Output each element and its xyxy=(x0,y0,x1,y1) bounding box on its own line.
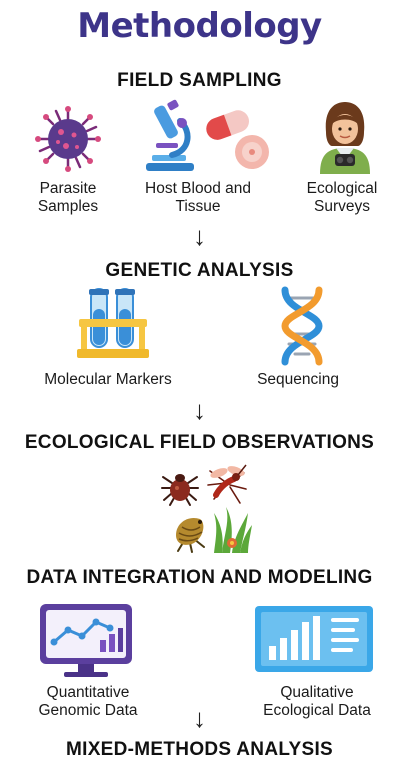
capsule-icon xyxy=(206,110,269,169)
monitor-chart-icon xyxy=(40,604,132,677)
label-quantitative-genomic: Quantitative Genomic Data xyxy=(38,684,138,719)
arrow-2: ↓ xyxy=(193,395,206,425)
page-title: Methodology xyxy=(77,6,322,46)
arrow-1: ↓ xyxy=(193,221,206,251)
virus-icon xyxy=(35,106,101,172)
label-molecular-markers: Molecular Markers xyxy=(44,371,172,388)
label-qualitative-ecological: Qualitative Ecological Data xyxy=(263,684,371,719)
label-sequencing: Sequencing xyxy=(257,371,339,388)
label-host-blood-tissue: Host Blood and Tissue xyxy=(145,180,251,215)
heading-ecological-observations: ECOLOGICAL FIELD OBSERVATIONS xyxy=(24,432,375,453)
arrow-3: ↓ xyxy=(193,703,206,733)
heading-field-sampling: FIELD SAMPLING xyxy=(117,70,282,91)
heading-data-integration: DATA INTEGRATION AND MODELING xyxy=(26,567,373,588)
grass-icon xyxy=(214,507,252,553)
heading-mixed-methods: MIXED-METHODS ANALYSIS xyxy=(66,739,333,760)
label-parasite-samples: Parasite Samples xyxy=(37,180,99,215)
dna-icon xyxy=(281,286,323,366)
label-ecological-surveys: Ecological Surveys xyxy=(306,180,378,215)
test-tubes-icon xyxy=(77,288,149,358)
microscope-icon xyxy=(146,99,194,171)
tick-icon xyxy=(161,474,199,506)
heading-genetic-analysis: GENETIC ANALYSIS xyxy=(105,260,294,281)
report-chart-icon xyxy=(255,606,373,672)
mosquito-icon xyxy=(207,464,247,504)
researcher-icon xyxy=(320,102,370,174)
insect-icon xyxy=(176,517,205,553)
